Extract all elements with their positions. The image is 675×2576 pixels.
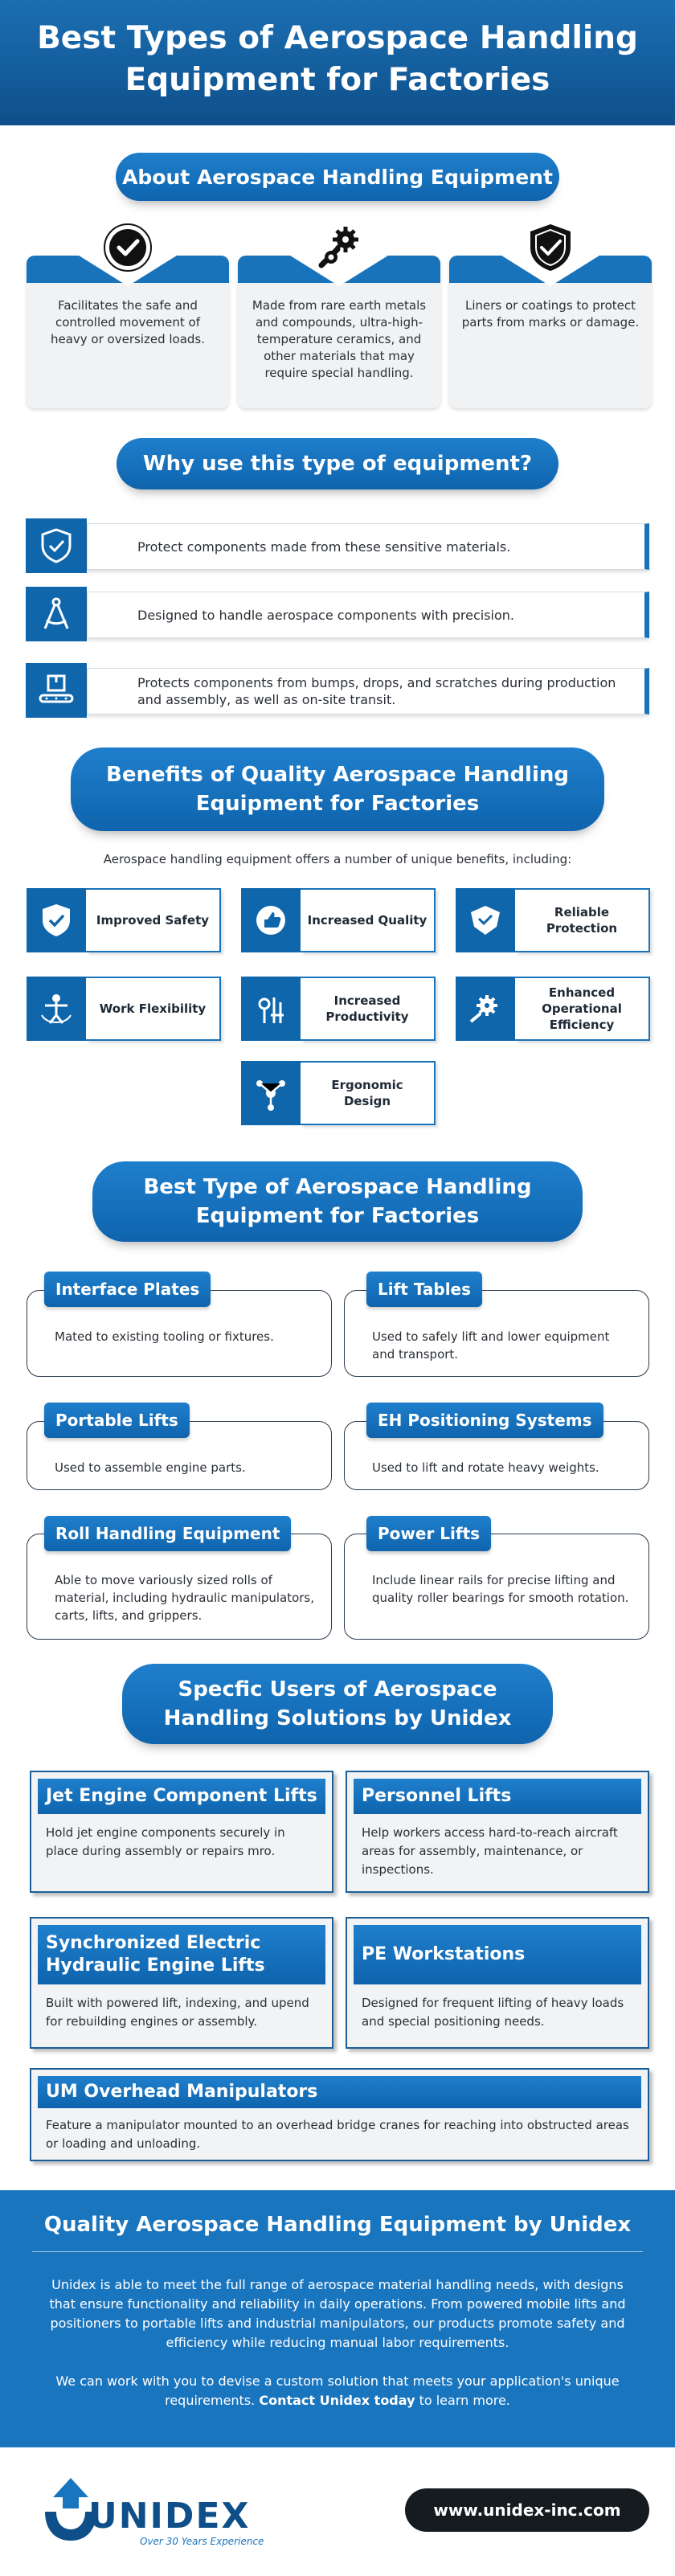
website-url-button[interactable]: www.unidex-inc.com — [405, 2488, 649, 2532]
shield-check-icon — [522, 219, 579, 276]
compass-precision-icon — [26, 587, 87, 641]
footer: UNIDEX Over 30 Years Experience www.unid… — [0, 2447, 675, 2576]
type-title-lift-tables: Lift Tables — [366, 1272, 483, 1307]
checkmark-badge-icon — [99, 219, 157, 276]
benefit-enhanced-efficiency: Enhanced Operational Efficiency — [456, 977, 650, 1041]
type-title-portable-lifts: Portable Lifts — [44, 1403, 190, 1438]
user-um-overhead-manipulators: UM Overhead Manipulators Feature a manip… — [30, 2068, 649, 2161]
productivity-tools-icon — [241, 977, 301, 1041]
why-row-2: Designed to handle aerospace components … — [26, 587, 649, 641]
unidex-logo: UNIDEX Over 30 Years Experience — [39, 2476, 304, 2549]
conveyor-box-icon — [26, 663, 87, 718]
user-synchronized-hydraulic-lifts: Synchronized Electric Hydraulic Engine L… — [30, 1917, 333, 2049]
about-section-title: About Aerospace Handling Equipment — [116, 153, 559, 201]
type-card-power-lifts: Include linear rails for precise lifting… — [344, 1534, 649, 1640]
why-row-3: Protects components from bumps, drops, a… — [26, 663, 649, 718]
safety-shield-icon — [27, 888, 86, 952]
shield-check-icon — [26, 518, 87, 573]
type-title-roll-handling: Roll Handling Equipment — [44, 1516, 292, 1551]
benefit-increased-quality: Increased Quality — [241, 888, 436, 952]
about-card-1: Facilitates the safe and controlled move… — [27, 256, 229, 408]
quality-title: Quality Aerospace Handling Equipment by … — [43, 2213, 632, 2237]
header-banner: Best Types of Aerospace Handling Equipme… — [0, 0, 675, 125]
user-jet-engine-lifts: Jet Engine Component Lifts Hold jet engi… — [30, 1771, 333, 1893]
quality-section: Quality Aerospace Handling Equipment by … — [0, 2190, 675, 2447]
type-title-eh-positioning: EH Positioning Systems — [366, 1403, 603, 1438]
quality-paragraph-1: Unidex is able to meet the full range of… — [49, 2277, 626, 2350]
benefit-ergonomic-design: Ergonomic Design — [241, 1061, 436, 1125]
about-card-3: Liners or coatings to protect parts from… — [449, 256, 652, 408]
benefit-reliable-protection: Reliable Protection — [456, 888, 650, 952]
benefits-section-title: Benefits of Quality Aerospace Handling E… — [71, 747, 604, 831]
users-section-title: Specfic Users of Aerospace Handling Solu… — [122, 1664, 553, 1744]
thumbs-up-icon — [241, 888, 301, 952]
page-title: Best Types of Aerospace Handling Equipme… — [37, 20, 638, 98]
why-section-title: Why use this type of equipment? — [117, 438, 558, 489]
benefits-intro: Aerospace handling equipment offers a nu… — [103, 852, 572, 866]
efficiency-gear-icon — [456, 977, 515, 1041]
user-personnel-lifts: Personnel Lifts Help workers access hard… — [346, 1771, 649, 1893]
unidex-arrow-icon — [45, 2478, 96, 2541]
user-pe-workstations: PE Workstations Designed for frequent li… — [346, 1917, 649, 2049]
flexibility-person-icon — [27, 977, 86, 1041]
types-section-title: Best Type of Aerospace Handling Equipmen… — [92, 1161, 583, 1242]
type-title-power-lifts: Power Lifts — [366, 1516, 492, 1551]
why-row-1: Protect components made from these sensi… — [26, 518, 649, 573]
contact-unidex-link[interactable]: Contact Unidex today — [259, 2393, 415, 2408]
quality-paragraph-2: We can work with you to devise a custom … — [55, 2373, 620, 2408]
wrench-gear-icon — [310, 219, 368, 276]
type-title-interface-plates: Interface Plates — [44, 1272, 211, 1307]
ergonomic-network-icon — [241, 1061, 301, 1125]
protection-badge-icon — [456, 888, 515, 952]
benefit-increased-productivity: Increased Productivity — [241, 977, 436, 1041]
benefit-work-flexibility: Work Flexibility — [27, 977, 221, 1041]
benefit-improved-safety: Improved Safety — [27, 888, 221, 952]
quality-divider — [32, 2251, 643, 2252]
about-card-2: Made from rare earth metals and compound… — [238, 256, 440, 408]
